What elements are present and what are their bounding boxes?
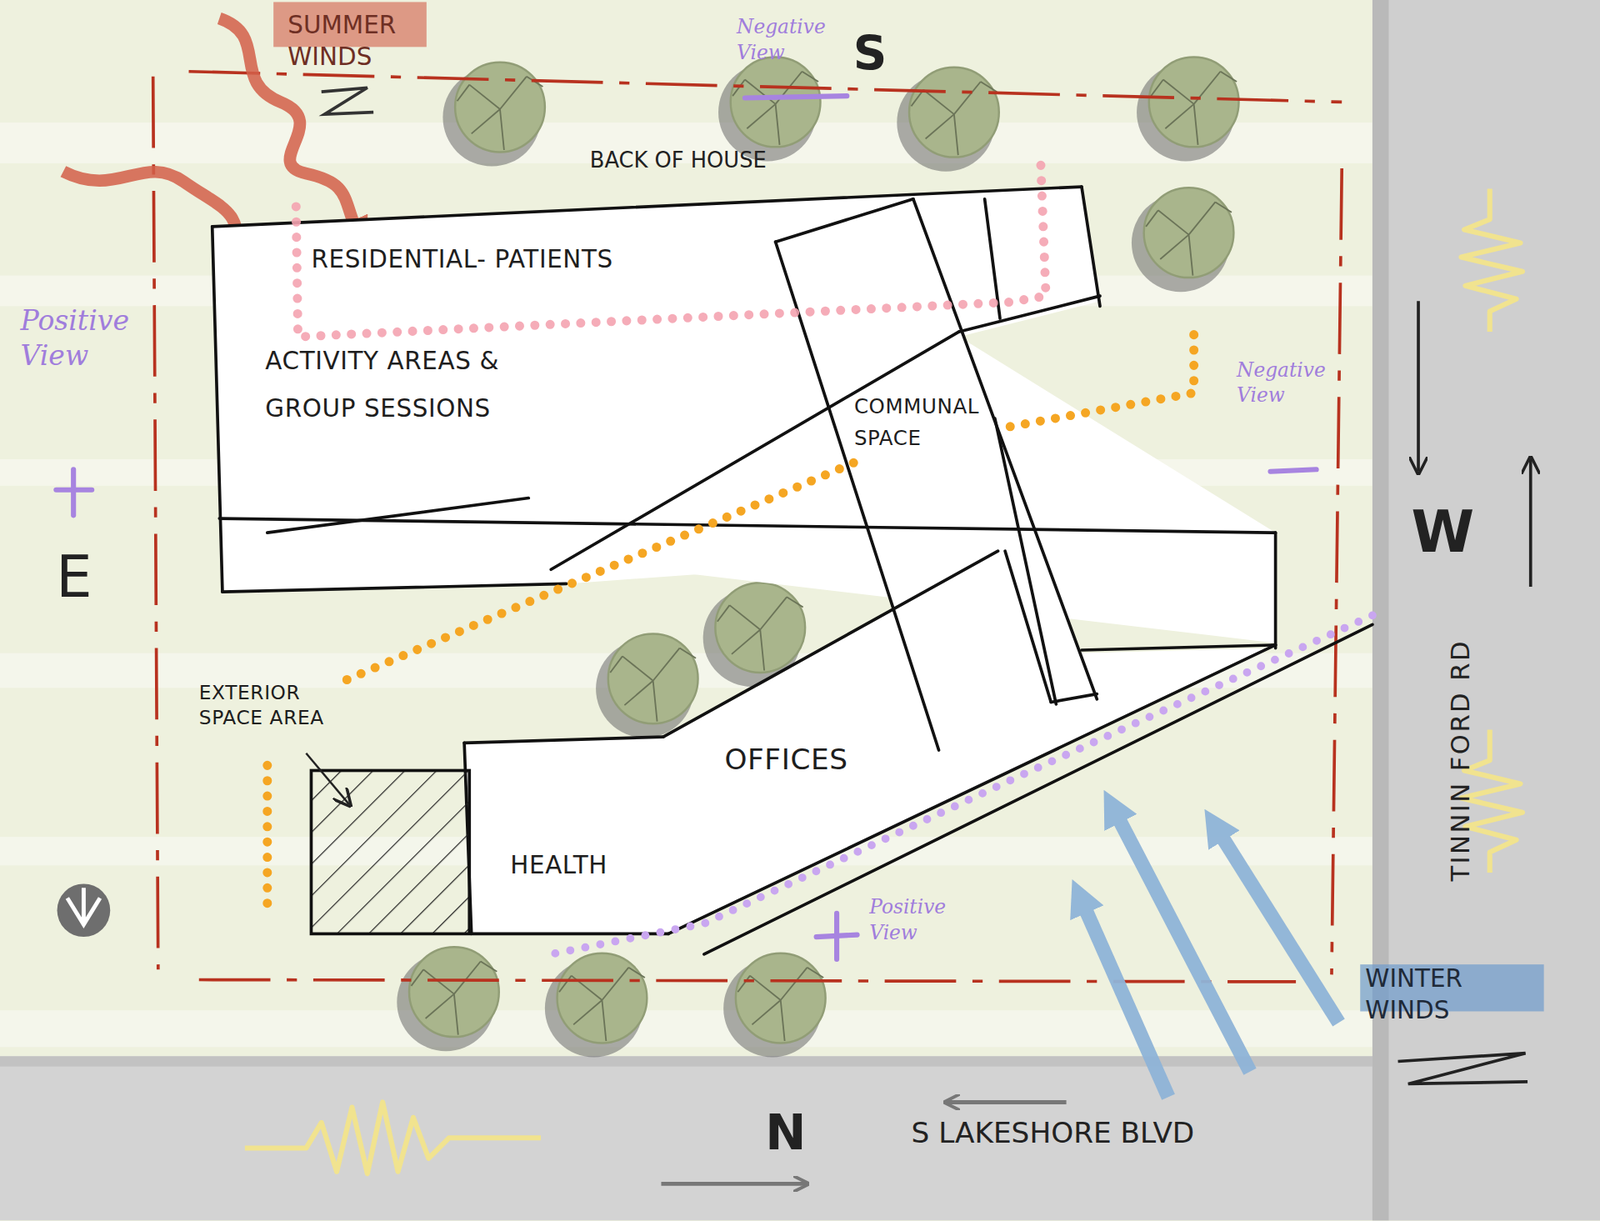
wind-symbol bbox=[1398, 1053, 1529, 1085]
sketch-stroke bbox=[745, 95, 847, 98]
communal-zone: COMMUNAL SPACE bbox=[850, 390, 991, 459]
sketch-stroke bbox=[775, 241, 940, 750]
zone-label: BACK OF HOUSE bbox=[590, 146, 767, 175]
office-zone: OFFICES HEALTH bbox=[505, 732, 855, 894]
sketch-stroke bbox=[668, 645, 1276, 935]
sketch-stroke bbox=[550, 331, 960, 570]
road-edge bbox=[1372, 0, 1390, 1220]
sketch-stroke bbox=[396, 946, 499, 1051]
sketch-stroke bbox=[1005, 550, 1051, 702]
sketch-stroke bbox=[464, 736, 664, 743]
wind-label: WINTER WINDS bbox=[1365, 963, 1547, 1027]
north-symbol bbox=[67, 887, 100, 925]
traffic-arrow bbox=[660, 1181, 806, 1186]
sketch-stroke bbox=[222, 583, 567, 592]
residential-zone: RESIDENTIAL- PATIENTS ACTIVITY AREAS & GR… bbox=[255, 236, 620, 436]
sketch-stroke bbox=[1270, 469, 1316, 471]
sketch-stroke bbox=[663, 550, 999, 737]
sketch-stroke bbox=[219, 518, 1275, 533]
winter-wind-arrow bbox=[1080, 805, 1340, 1097]
zone-text: RESIDENTIAL- PATIENTS bbox=[310, 236, 613, 284]
sketch-stroke bbox=[775, 199, 914, 242]
sketch-stroke bbox=[1081, 645, 1276, 650]
view-label: Negative View bbox=[736, 14, 851, 65]
compass-letter: N bbox=[765, 1100, 806, 1164]
sketch-stroke bbox=[1080, 895, 1170, 1097]
sketch-stroke bbox=[723, 953, 825, 1058]
sketch-stroke bbox=[595, 633, 698, 738]
exterior-space-label: EXTERIOR SPACE AREA bbox=[196, 680, 364, 735]
sketch-stroke bbox=[212, 186, 1276, 934]
traffic-arrow bbox=[1529, 459, 1533, 587]
traffic-arrow bbox=[1416, 300, 1420, 471]
sketch-stroke bbox=[0, 1010, 1373, 1047]
sketch-stroke bbox=[199, 980, 1296, 982]
road-south-lakeshore bbox=[0, 1055, 1600, 1220]
sketch-stroke bbox=[1274, 532, 1278, 648]
sketch-stroke bbox=[704, 624, 1373, 955]
view-label: Positive View bbox=[20, 301, 174, 374]
zone-text: HEALTH bbox=[510, 842, 608, 890]
north-symbol bbox=[57, 883, 111, 937]
building-outline bbox=[212, 186, 1373, 955]
noise-symbol bbox=[1460, 189, 1522, 332]
sketch-stroke bbox=[1214, 824, 1339, 1023]
view-label: Negative View bbox=[1236, 357, 1351, 408]
noise-symbol bbox=[245, 1101, 541, 1174]
sketch-stroke bbox=[834, 913, 840, 960]
public-circulation bbox=[262, 753, 272, 904]
circulation-connector bbox=[346, 458, 865, 680]
compass-letter: E bbox=[55, 540, 92, 615]
compass-letter: W bbox=[1410, 495, 1475, 570]
sketch-stroke bbox=[896, 67, 999, 172]
sketch-stroke bbox=[913, 199, 1097, 700]
street-name: S LAKESHORE BLVD bbox=[910, 1115, 1195, 1153]
traffic-arrow bbox=[946, 1100, 1066, 1105]
sketch-stroke bbox=[1331, 168, 1342, 975]
road-tinnin-ford bbox=[1372, 0, 1600, 1220]
sketch-stroke bbox=[1131, 187, 1234, 292]
wind-label: SUMMER WINDS bbox=[287, 10, 436, 74]
street-name: TINNIN FORD RD bbox=[1445, 639, 1479, 882]
sketch-stroke bbox=[545, 953, 647, 1058]
sketch-stroke bbox=[471, 932, 669, 936]
compass-letter: S bbox=[853, 24, 888, 85]
patient-circulation bbox=[295, 165, 1046, 337]
leader-arrow bbox=[305, 753, 349, 805]
sketch-stroke bbox=[1050, 694, 1097, 703]
entry-path bbox=[550, 615, 1373, 955]
sketch-stroke bbox=[212, 186, 1082, 227]
property-line bbox=[153, 71, 1343, 982]
exterior-space-hatch bbox=[310, 770, 470, 934]
zone-text: ACTIVITY AREAS & GROUP SESSIONS bbox=[265, 339, 571, 433]
zone-text: OFFICES bbox=[724, 732, 848, 787]
sketch-stroke bbox=[718, 57, 820, 162]
sketch-stroke bbox=[1081, 186, 1100, 306]
public-circulation bbox=[1010, 324, 1194, 426]
view-label: Positive View bbox=[869, 894, 984, 945]
sketch-stroke bbox=[995, 418, 1056, 705]
sketch-stroke bbox=[267, 498, 529, 534]
wind-symbol bbox=[321, 87, 374, 115]
building-fill bbox=[212, 186, 1276, 934]
zone-text: COMMUNAL SPACE bbox=[854, 390, 985, 455]
sketch-stroke bbox=[219, 518, 1275, 934]
sketch-stroke bbox=[153, 76, 159, 970]
zone-text: EXTERIOR SPACE AREA bbox=[199, 680, 358, 730]
sketch-stroke bbox=[1136, 57, 1239, 162]
road-edge bbox=[0, 1055, 1373, 1066]
sketch-stroke bbox=[70, 469, 76, 515]
sketch-stroke bbox=[212, 226, 223, 592]
